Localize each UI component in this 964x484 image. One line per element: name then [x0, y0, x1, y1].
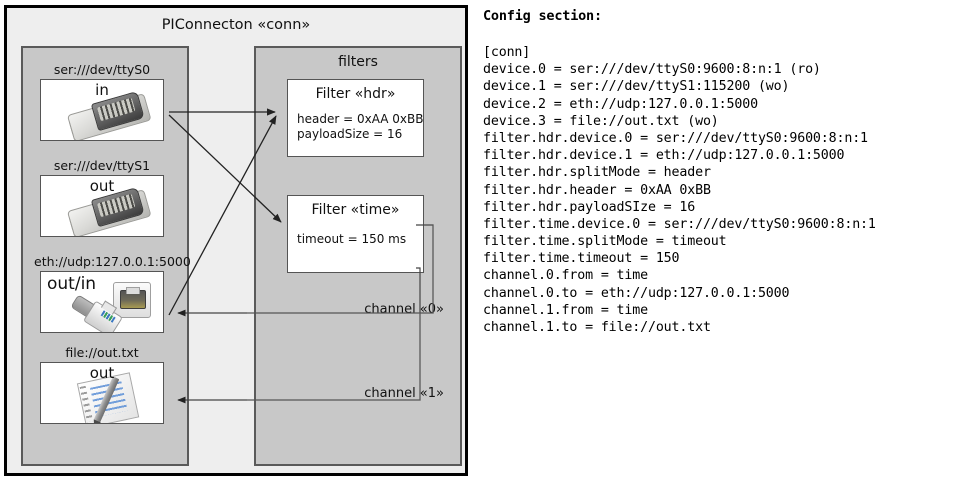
- config-line: channel.0.from = time: [483, 268, 648, 284]
- config-line: [conn]: [483, 45, 531, 60]
- filter-box-time[interactable]: Filter «time» timeout = 150 ms: [287, 195, 424, 273]
- config-line: filter.hdr.payloadSIze = 16: [483, 199, 696, 215]
- device-box[interactable]: in: [40, 79, 164, 141]
- config-heading: Config section:: [483, 8, 602, 24]
- config-line: device.1 = ser:///dev/ttyS1:115200 (wo): [483, 79, 790, 95]
- connector-diagram-frame: PIConnecton «conn» ser:///dev/ttyS0 in s…: [4, 5, 468, 476]
- filter-property: payloadSize = 16: [297, 127, 403, 141]
- channel-label-0: channel «0»: [364, 302, 444, 317]
- config-line: filter.time.timeout = 150: [483, 251, 680, 267]
- filters-panel-title: filters: [338, 54, 378, 70]
- config-section-panel: Config section: [conn] device.0 = ser:///…: [480, 0, 964, 484]
- config-line: channel.0.to = eth://udp:127.0.0.1:5000: [483, 285, 790, 301]
- device-direction: out: [89, 364, 115, 382]
- config-line: filter.time.splitMode = timeout: [483, 234, 727, 250]
- filter-title: Filter «hdr»: [315, 86, 396, 102]
- config-text-block: [conn] device.0 = ser:///dev/ttyS0:9600:8…: [483, 44, 876, 336]
- device-direction: in: [95, 81, 109, 99]
- config-line: filter.hdr.device.0 = ser:///dev/ttyS0:9…: [483, 130, 868, 146]
- filter-property: header = 0xAA 0xBB: [297, 112, 424, 126]
- device-node-ttys0[interactable]: ser:///dev/ttyS0 in: [40, 62, 164, 141]
- device-box[interactable]: out: [40, 362, 164, 424]
- config-line: filter.time.device.0 = ser:///dev/ttyS0:…: [483, 216, 876, 232]
- filters-panel: filters Filter «hdr» header = 0xAA 0xBB …: [254, 46, 462, 466]
- config-line: device.2 = eth://udp:127.0.0.1:5000: [483, 96, 758, 112]
- device-node-file[interactable]: file://out.txt out: [40, 345, 164, 424]
- device-label: ser:///dev/ttyS0: [53, 62, 151, 77]
- device-box[interactable]: out: [40, 175, 164, 237]
- config-line: device.0 = ser:///dev/ttyS0:9600:8:n:1 (…: [483, 62, 821, 78]
- device-node-eth[interactable]: eth://udp:127.0.0.1:5000 out/in: [34, 254, 191, 333]
- ethernet-socket-icon: [41, 280, 163, 332]
- config-line: channel.1.from = time: [483, 302, 648, 318]
- config-line: device.3 = file://out.txt (wo): [483, 113, 719, 129]
- page-title: PIConnecton «conn»: [161, 17, 311, 33]
- devices-panel: ser:///dev/ttyS0 in ser:///dev/ttyS1 out: [21, 46, 191, 466]
- device-box[interactable]: out/in: [40, 271, 164, 333]
- device-direction: out: [89, 177, 115, 195]
- filter-box-hdr[interactable]: Filter «hdr» header = 0xAA 0xBB payloadS…: [287, 79, 424, 157]
- filter-title: Filter «time»: [311, 202, 400, 218]
- filter-property: timeout = 150 ms: [297, 232, 407, 246]
- config-line: filter.hdr.header = 0xAA 0xBB: [483, 182, 711, 198]
- config-line: filter.hdr.device.1 = eth://udp:127.0.0.…: [483, 148, 845, 164]
- device-label: eth://udp:127.0.0.1:5000: [34, 254, 191, 269]
- device-direction: out/in: [47, 274, 97, 294]
- config-line: filter.hdr.splitMode = header: [483, 165, 711, 181]
- channel-label-1: channel «1»: [364, 386, 444, 401]
- config-line: channel.1.to = file://out.txt: [483, 320, 711, 335]
- device-label: ser:///dev/ttyS1: [53, 158, 151, 173]
- device-node-ttys1[interactable]: ser:///dev/ttyS1 out: [40, 158, 164, 237]
- device-label: file://out.txt: [65, 345, 139, 360]
